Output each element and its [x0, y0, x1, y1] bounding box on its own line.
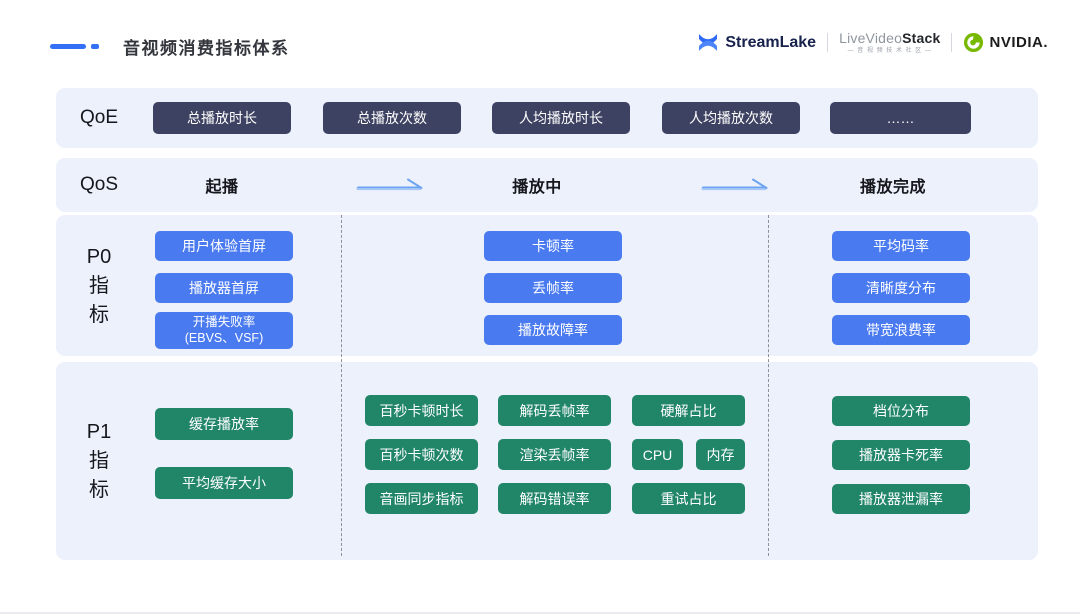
p1-chip: 档位分布 — [832, 396, 970, 426]
qoe-chip: 人均播放时长 — [492, 102, 630, 134]
dotted-divider — [768, 215, 769, 556]
bottom-edge-line — [0, 612, 1080, 614]
p1-chip: 硬解占比 — [632, 395, 745, 426]
p1-chip: 解码错误率 — [498, 483, 611, 514]
nvidia-wordmark: NVIDIA. — [989, 34, 1048, 51]
qos-stage-start: 起播 — [205, 179, 239, 196]
p1-chip: 渲染丢帧率 — [498, 439, 611, 470]
dotted-divider — [341, 215, 342, 556]
arrow-right-icon — [356, 178, 423, 191]
p1-chip: CPU — [632, 439, 683, 470]
p1-chip: 百秒卡顿时长 — [365, 395, 478, 426]
qos-stage-complete: 播放完成 — [859, 179, 927, 196]
livevideostack-wordmark: LiveVideoStack — [839, 30, 941, 46]
qoe-chip: 总播放次数 — [323, 102, 461, 134]
p1-chip: 百秒卡顿次数 — [365, 439, 478, 470]
qos-stage-playing: 播放中 — [512, 179, 562, 196]
streamlake-logo: StreamLake — [697, 33, 816, 52]
p1-chip: 重试占比 — [632, 483, 745, 514]
p0-chip: 清晰度分布 — [832, 273, 970, 303]
p1-label: P1 指 标 — [86, 421, 112, 501]
qoe-chip: 人均播放次数 — [662, 102, 800, 134]
logo-separator — [951, 33, 953, 52]
p0-label: P0 指 标 — [86, 245, 112, 326]
p1-chip: 解码丢帧率 — [498, 395, 611, 426]
p0-chip: 卡顿率 — [484, 231, 622, 261]
streamlake-icon — [699, 34, 718, 51]
p1-chip: 播放器卡死率 — [832, 440, 970, 470]
logo-separator — [827, 33, 829, 52]
p0-chip: 平均码率 — [832, 231, 970, 261]
p0-chip: 开播失败率 (EBVS、VSF) — [155, 312, 293, 349]
logo-group: StreamLake LiveVideoStack — 音 视 频 技 术 社 … — [697, 31, 1048, 54]
nvidia-logo: NVIDIA. — [963, 32, 1048, 53]
p1-chip: 音画同步指标 — [365, 483, 478, 514]
p0-chip: 用户体验首屏 — [155, 231, 293, 261]
p0-chip: 带宽浪费率 — [832, 315, 970, 345]
p0-row: P0 指 标 用户体验首屏 播放器首屏 开播失败率 (EBVS、VSF) 卡顿率… — [56, 215, 1038, 356]
p1-row: P1 指 标 缓存播放率 平均缓存大小 百秒卡顿时长 解码丢帧率 硬解占比 百秒… — [56, 362, 1038, 560]
p0-chip: 播放器首屏 — [155, 273, 293, 303]
qoe-chip-ellipsis: …… — [830, 102, 971, 134]
qoe-label: QoE — [79, 107, 119, 128]
page-header: 音视频消费指标体系 — [50, 34, 290, 59]
livevideostack-logo: LiveVideoStack — 音 视 频 技 术 社 区 — — [839, 31, 940, 54]
qos-label: QoS — [79, 174, 119, 195]
p0-chip: 播放故障率 — [484, 315, 622, 345]
p1-chip: 内存 — [696, 439, 745, 470]
streamlake-wordmark: StreamLake — [725, 33, 817, 51]
p1-chip: 平均缓存大小 — [155, 467, 293, 499]
qoe-chip: 总播放时长 — [153, 102, 291, 134]
nvidia-eye-icon — [964, 32, 984, 53]
qoe-row: QoE 总播放时长 总播放次数 人均播放时长 人均播放次数 …… — [56, 88, 1038, 148]
qos-row: QoS 起播 播放中 播放完成 — [56, 158, 1038, 212]
livevideostack-subtitle: — 音 视 频 技 术 社 区 — — [847, 48, 932, 54]
p1-chip: 缓存播放率 — [155, 408, 293, 440]
title-dash-icon — [50, 44, 99, 49]
arrow-right-icon — [701, 178, 768, 191]
p1-chip: 播放器泄漏率 — [832, 484, 970, 514]
p0-chip: 丢帧率 — [484, 273, 622, 303]
page-title: 音视频消费指标体系 — [123, 39, 290, 58]
